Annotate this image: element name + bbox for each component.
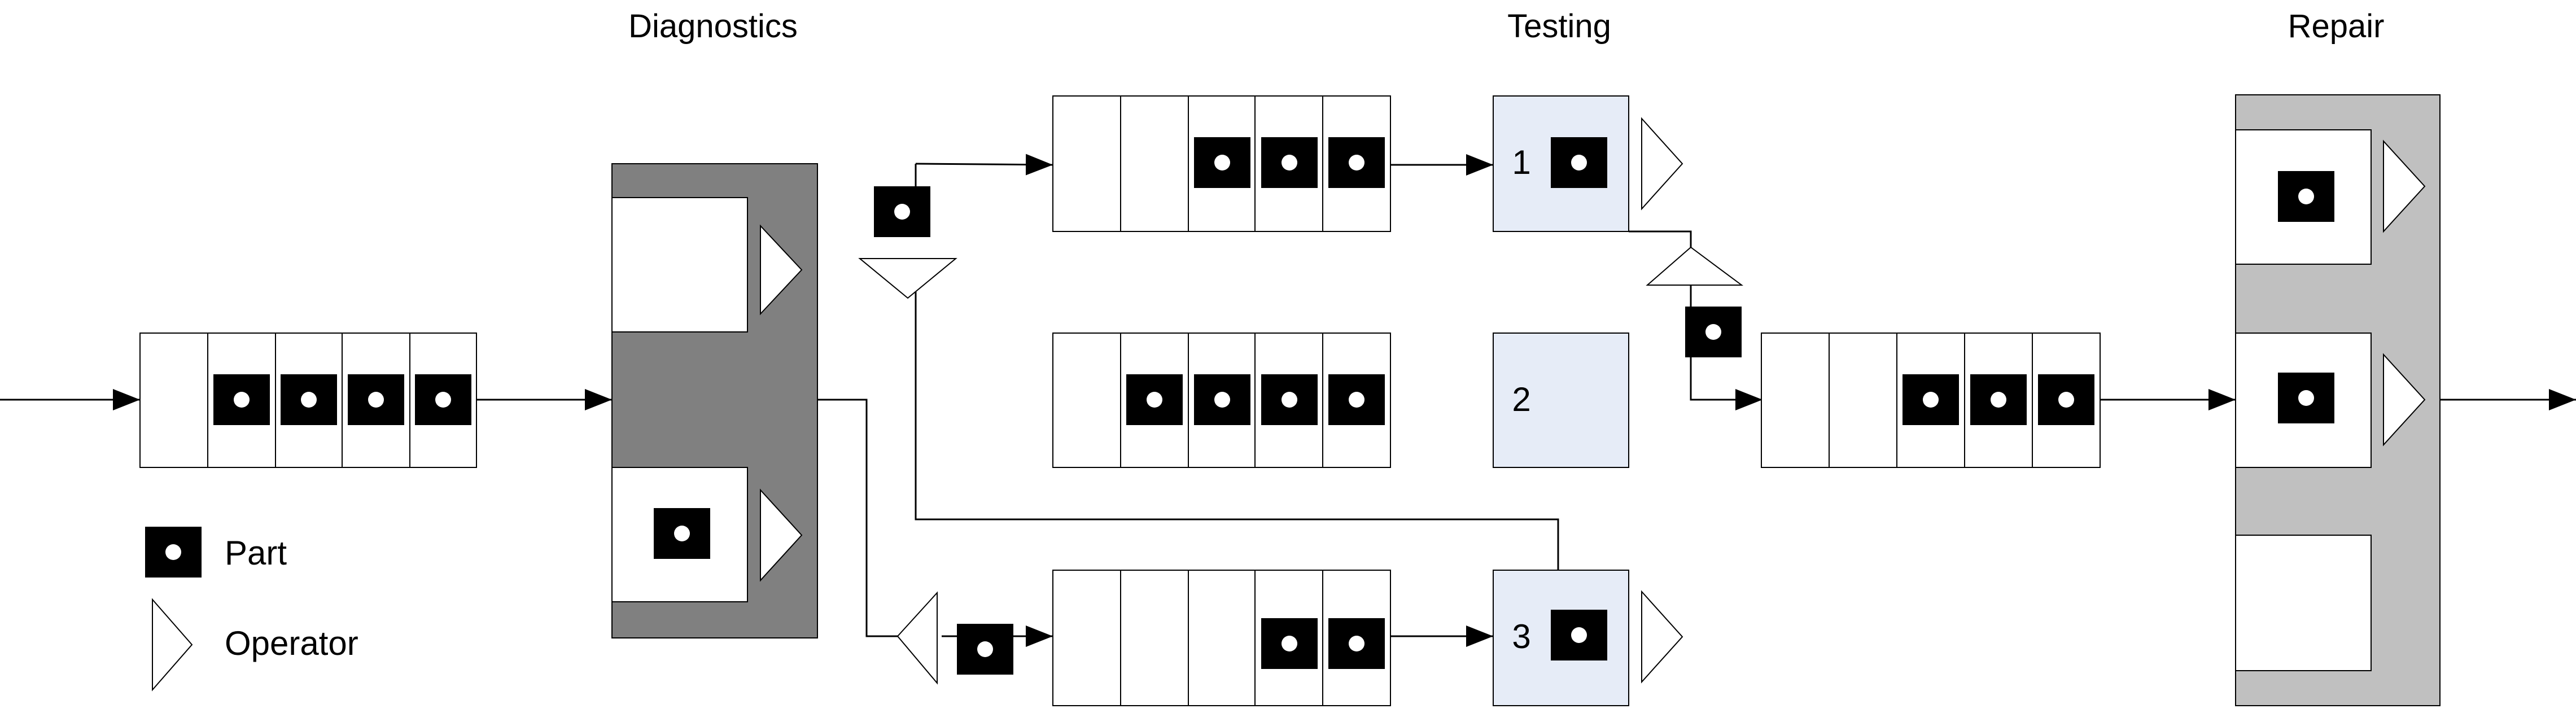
queue-slot	[1120, 570, 1189, 706]
part-icon	[348, 374, 404, 425]
part-icon	[1551, 610, 1607, 660]
queue-slot	[1052, 95, 1121, 232]
part-icon	[1328, 137, 1385, 188]
queue-slot	[1052, 333, 1121, 468]
operator-triangle-icon	[760, 488, 803, 582]
part-icon	[1328, 374, 1385, 425]
operator-triangle-icon	[1641, 117, 1683, 211]
queue-slot	[1052, 570, 1121, 706]
part-icon	[281, 374, 337, 425]
part-icon	[874, 186, 930, 237]
diagnostics-machine-1	[611, 197, 748, 333]
part-icon	[1970, 374, 2027, 425]
part-icon	[1551, 137, 1607, 188]
tester-number: 1	[1512, 143, 1530, 181]
router-triangle-icon	[896, 591, 938, 685]
merge-triangle-icon	[1646, 246, 1744, 286]
arrow-to-upper-queue	[915, 154, 1053, 176]
part-icon	[1261, 374, 1318, 425]
legend: Part Operator	[145, 527, 358, 692]
queue-slot	[1761, 333, 1830, 468]
diagnostics-output-line	[817, 399, 898, 637]
tester-number: 2	[1512, 380, 1530, 418]
part-icon	[2278, 171, 2334, 222]
part-icon	[1194, 374, 1250, 425]
part-icon	[1903, 374, 1959, 425]
operator-triangle-icon	[2383, 139, 2426, 233]
tester-2: 2	[1493, 333, 1629, 468]
tester-1-output-line	[1629, 230, 1692, 248]
part-icon	[2278, 373, 2334, 423]
part-icon	[213, 374, 270, 425]
legend-part-icon	[145, 527, 202, 578]
part-icon	[1261, 618, 1318, 669]
part-icon	[1126, 374, 1183, 425]
queue-slot	[1120, 95, 1189, 232]
legend-operator-label: Operator	[225, 624, 358, 662]
tester-box	[1493, 333, 1629, 468]
operator-triangle-icon	[2383, 353, 2426, 447]
part-icon	[1328, 618, 1385, 669]
tester-1: 1	[1493, 95, 1683, 232]
tester-number: 3	[1512, 618, 1530, 655]
router-triangle-icon	[858, 258, 957, 299]
part-icon	[654, 508, 710, 559]
operator-triangle-icon	[1641, 590, 1683, 684]
queue-slot	[1188, 570, 1256, 706]
part-icon	[957, 624, 1013, 675]
queue-slot	[1829, 333, 1897, 468]
tester-3: 3	[1493, 570, 1683, 706]
legend-operator-icon	[152, 598, 193, 692]
recirculation-line	[915, 259, 1559, 570]
diagnostics-station	[611, 163, 818, 638]
part-icon	[2038, 374, 2094, 425]
title-repair: Repair	[2288, 8, 2385, 45]
repair-machine-3	[2235, 535, 2372, 671]
part-icon	[1685, 307, 1742, 357]
part-icon	[1261, 137, 1318, 188]
part-icon	[1194, 137, 1250, 188]
part-icon	[415, 374, 471, 425]
repair-station	[2235, 94, 2441, 706]
queue-slot	[139, 333, 208, 468]
operator-triangle-icon	[760, 224, 803, 316]
title-testing: Testing	[1507, 8, 1611, 45]
title-diagnostics: Diagnostics	[628, 8, 798, 45]
legend-part-label: Part	[225, 534, 287, 572]
